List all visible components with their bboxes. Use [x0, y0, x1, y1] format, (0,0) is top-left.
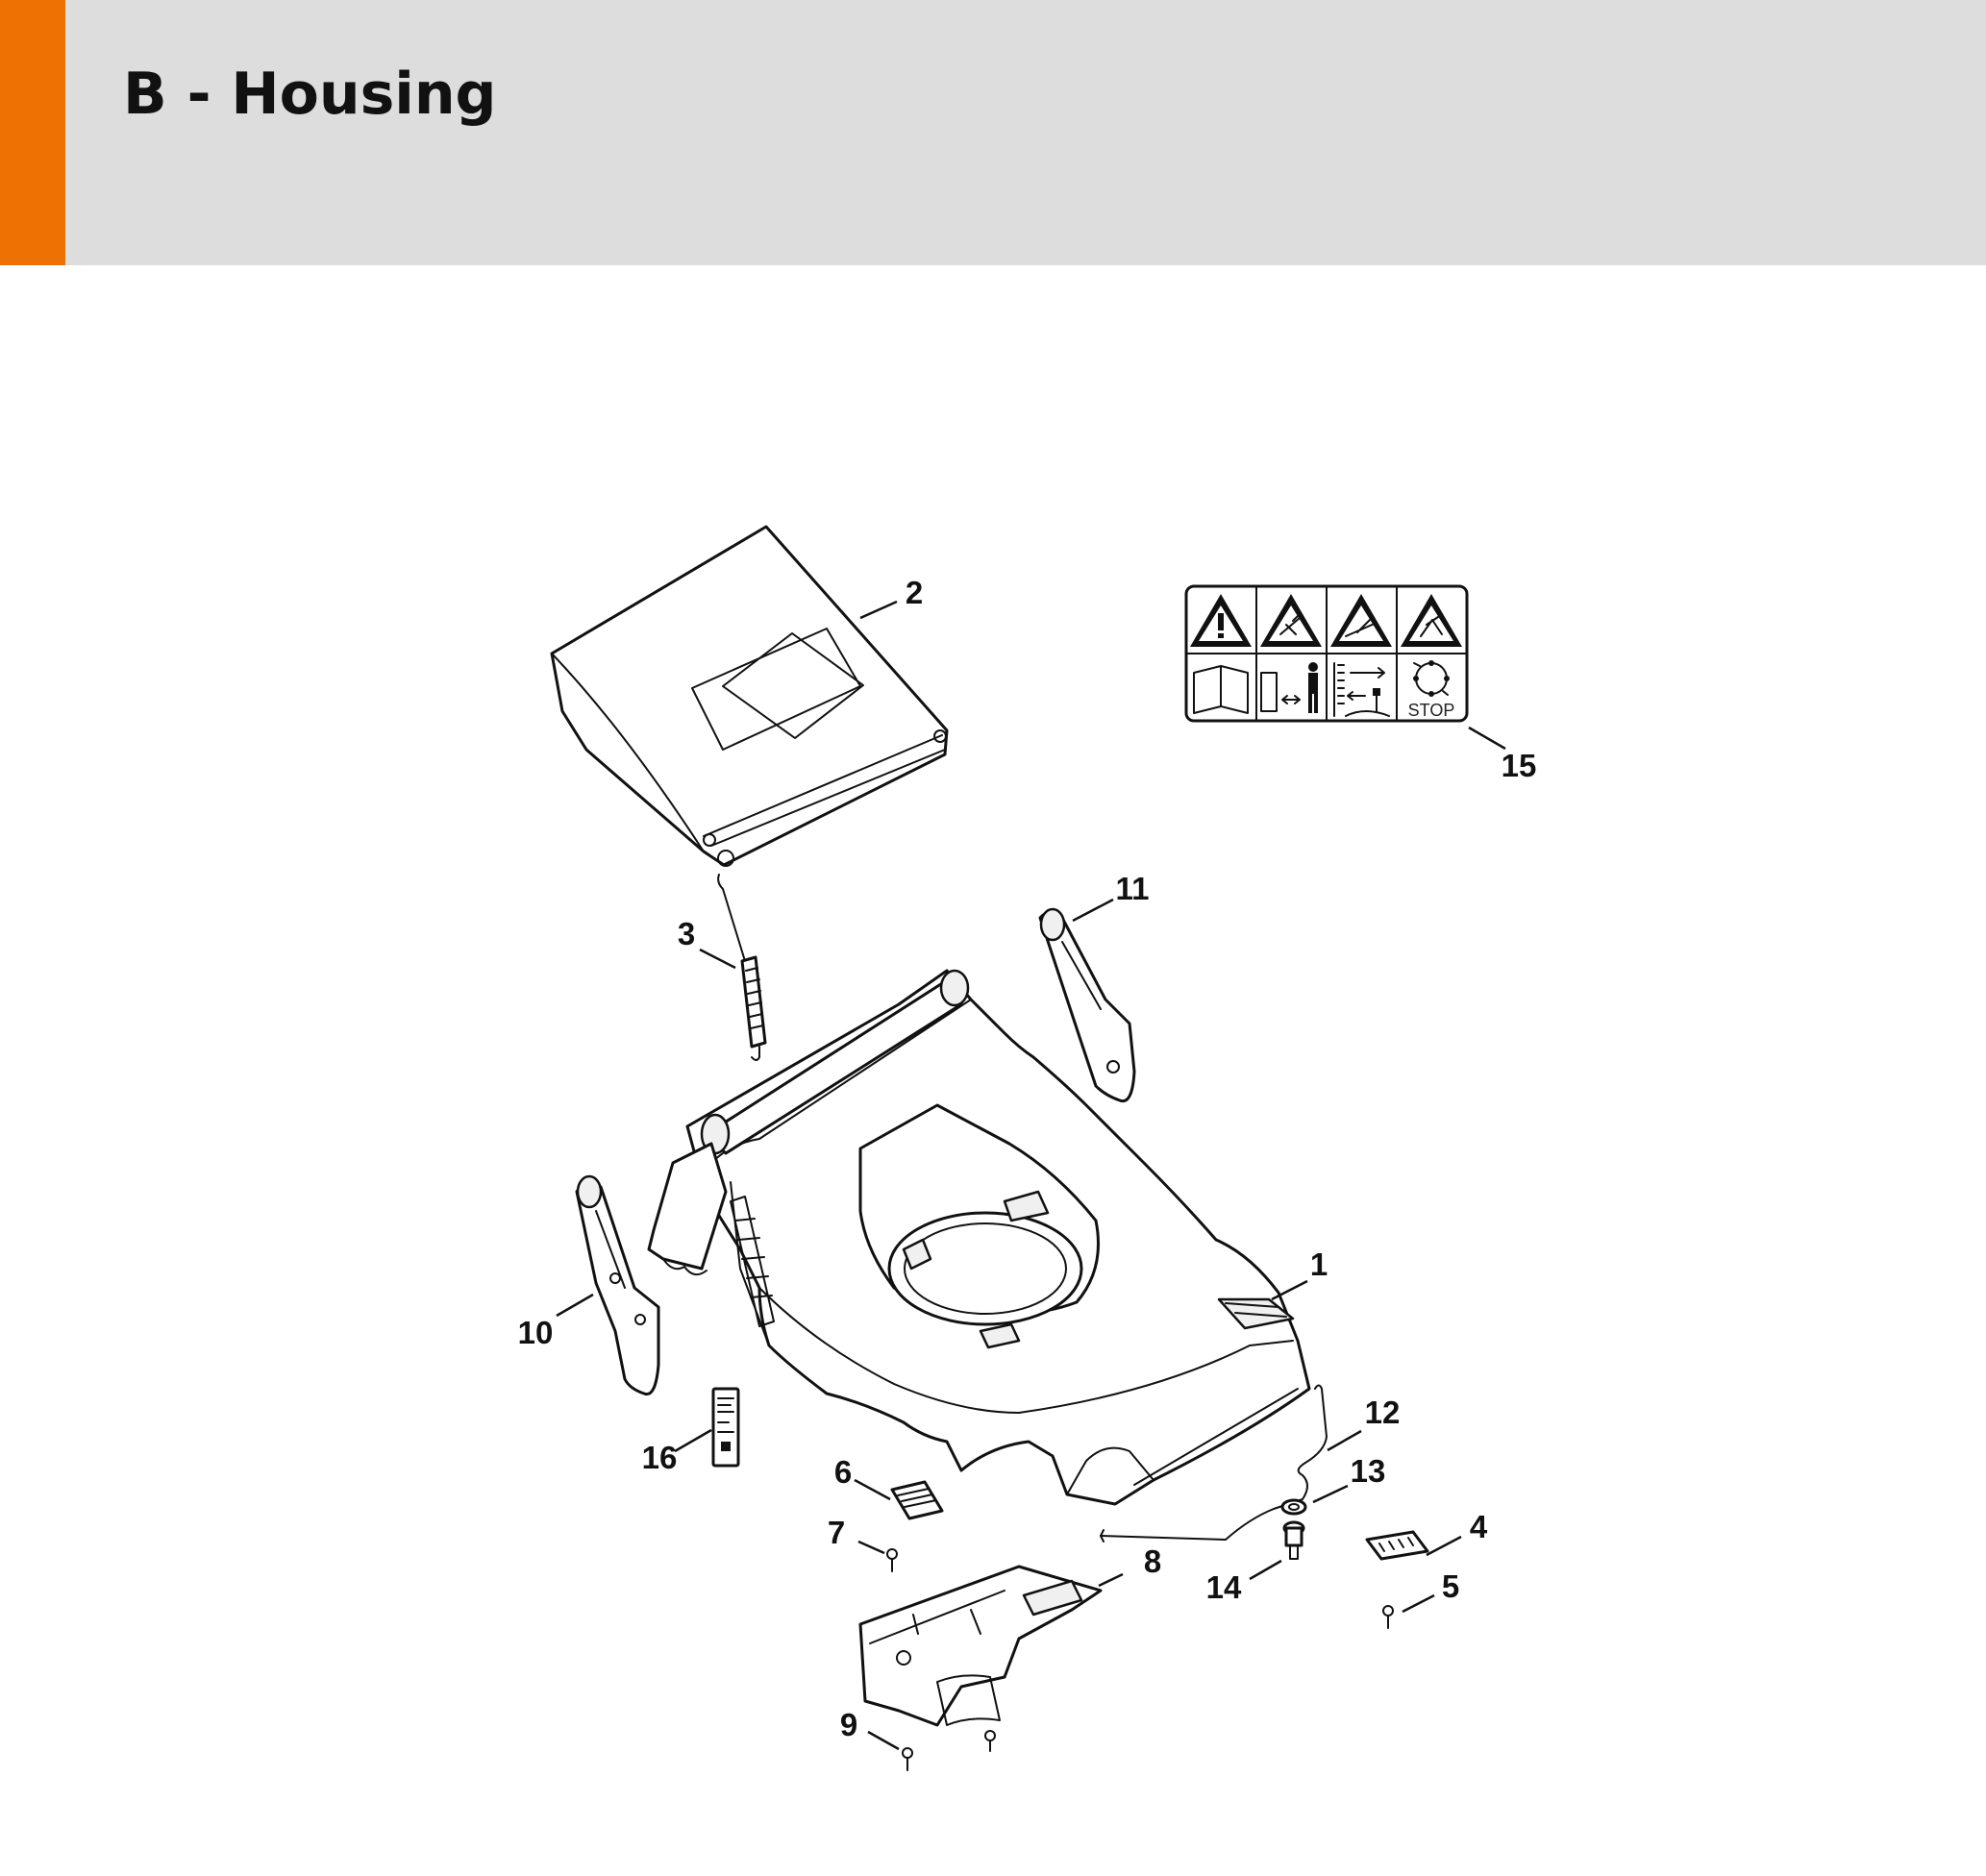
part-12-wire-rod[interactable]	[1100, 1384, 1328, 1543]
callout-16: 16	[642, 1440, 678, 1475]
callout-10: 10	[518, 1315, 554, 1350]
warning-exclamation-icon	[1190, 594, 1252, 647]
callout-9: 9	[840, 1707, 857, 1742]
warning-slope-icon	[1330, 594, 1392, 647]
part-8-deflector[interactable]	[858, 1565, 1103, 1727]
part-5-screw[interactable]	[1382, 1605, 1394, 1629]
part-10-side-cover[interactable]	[575, 1174, 660, 1396]
page-title: B - Housing	[123, 61, 497, 128]
callout-7: 7	[828, 1515, 845, 1550]
warning-blade-foot-icon	[1401, 594, 1462, 647]
callout-14: 14	[1206, 1569, 1242, 1605]
part-4-plate[interactable]	[1365, 1530, 1429, 1561]
callout-2: 2	[906, 575, 923, 610]
keep-distance-icon	[1333, 662, 1390, 717]
callout-11: 11	[1116, 871, 1150, 906]
part-15-warning-label[interactable]: STOP	[1184, 584, 1469, 723]
page-header: B - Housing	[0, 0, 1986, 265]
stop-text: STOP	[1408, 701, 1455, 720]
callout-13: 13	[1351, 1453, 1386, 1489]
manual-icon	[1193, 665, 1249, 714]
part-9-screws[interactable]	[902, 1730, 996, 1771]
stop-blade-icon	[1413, 660, 1450, 697]
warning-thrown-objects-icon	[1260, 594, 1322, 647]
part-6-grille[interactable]	[890, 1480, 944, 1520]
callout-12: 12	[1365, 1395, 1401, 1430]
part-13-washer[interactable]	[1280, 1498, 1307, 1516]
part-1-housing[interactable]	[647, 969, 1311, 1506]
header-accent-bar	[0, 0, 65, 265]
distance-bystander-icon	[1260, 662, 1318, 713]
part-3-spring[interactable]	[717, 874, 767, 1061]
callout-8: 8	[1144, 1543, 1161, 1579]
part-11-side-cover[interactable]	[1038, 907, 1136, 1103]
exploded-parts-diagram: STOP 2 3 11 15 1 10 16 12 13 6 4 7 8 14	[518, 525, 1537, 1771]
callout-4: 4	[1470, 1509, 1488, 1544]
part-14-bolt[interactable]	[1282, 1520, 1305, 1560]
callout-6: 6	[834, 1454, 852, 1490]
leader-lines	[556, 600, 1506, 1751]
callout-5: 5	[1442, 1568, 1459, 1604]
part-7-screw[interactable]	[886, 1548, 898, 1572]
callout-numbers: 2 3 11 15 1 10 16 12 13 6 4 7 8 14 5 9	[518, 575, 1537, 1742]
part-2-cover[interactable]	[550, 525, 949, 867]
callout-1: 1	[1310, 1247, 1328, 1282]
part-16-info-label[interactable]	[711, 1387, 740, 1468]
callout-3: 3	[678, 916, 695, 951]
callout-15: 15	[1502, 748, 1537, 783]
